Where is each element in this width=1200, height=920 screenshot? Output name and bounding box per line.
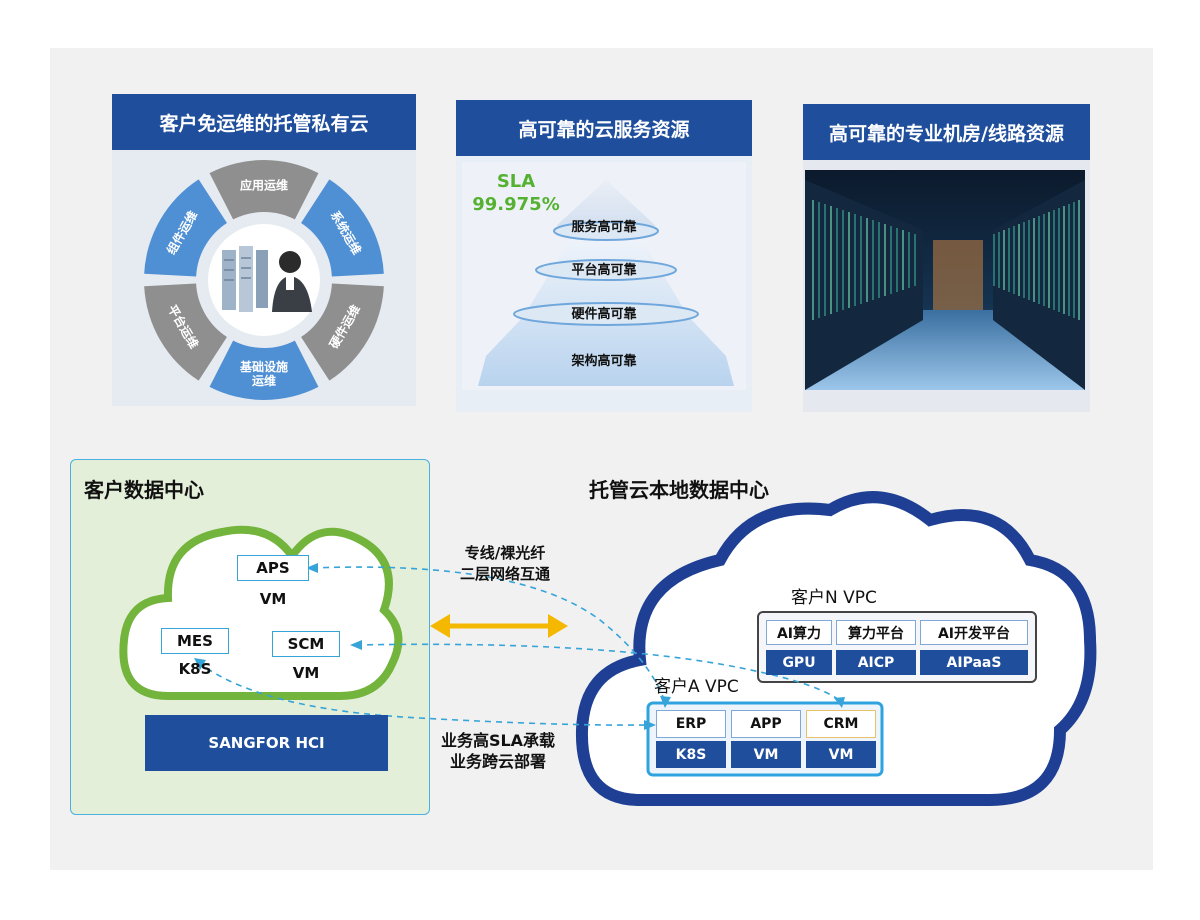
connector-aps-erp xyxy=(311,566,666,703)
segment-platform-ops xyxy=(144,283,227,381)
level-ring-1 xyxy=(553,221,659,241)
segment-system-ops xyxy=(301,179,384,277)
vpc-n-cell-gpu: GPU xyxy=(766,650,832,675)
segment-component-ops xyxy=(144,179,227,277)
vpc-a-cell-erp: ERP xyxy=(656,710,726,738)
segment-app-ops-label: 应用运维 xyxy=(240,178,288,193)
link-label-bottom-line2: 业务跨云部署 xyxy=(449,752,546,771)
server-operator-icon xyxy=(222,246,312,312)
vpc-n-cell-ai-compute: AI算力 xyxy=(766,620,832,645)
connector-scm-crm xyxy=(355,643,843,703)
link-label-bottom: 业务高SLA承载 业务跨云部署 xyxy=(418,730,578,772)
level-label-hardware: 硬件高可靠 xyxy=(571,307,637,322)
vpc-a-cell-k8s: K8S xyxy=(656,741,726,768)
managed-cloud-title: 客户免运维的托管私有云 xyxy=(112,94,416,150)
vpc-a-cell-vm-app: VM xyxy=(731,741,801,768)
vpc-a-cell-vm-crm: VM xyxy=(806,741,876,768)
arrowhead-mes xyxy=(194,658,206,670)
datacenter-panel xyxy=(803,160,1090,412)
sla-label: SLA xyxy=(496,171,536,192)
segment-infra-ops xyxy=(209,340,319,400)
link-label-top-line2: 二层网络互通 xyxy=(459,565,550,583)
level-label-platform: 平台高可靠 xyxy=(571,263,637,278)
aps-node: APS xyxy=(237,555,309,581)
cloud-service-panel xyxy=(456,156,752,412)
server-room-image xyxy=(805,170,1085,390)
arrowhead-erp-left xyxy=(644,720,656,730)
arrowhead-crm xyxy=(834,697,845,708)
connector-arrowheads xyxy=(194,563,845,730)
cloud-service-title: 高可靠的云服务资源 xyxy=(456,100,752,156)
connector-mes-erp xyxy=(197,661,649,726)
vpc-n-cell-aicp: AICP xyxy=(836,650,916,675)
aps-type: VM xyxy=(259,590,287,608)
vpc-n-cell-compute-platform: 算力平台 xyxy=(836,620,916,645)
level-label-service: 服务高可靠 xyxy=(571,220,637,235)
vpc-a-cell-app: APP xyxy=(731,710,801,738)
segment-app-ops xyxy=(209,160,319,220)
hosted-dc-title: 托管云本地数据中心 xyxy=(589,478,769,502)
sangfor-hci-bar: SANGFOR HCI xyxy=(145,715,388,771)
mes-type: K8S xyxy=(178,660,212,678)
sla-badge: SLA 99.975% xyxy=(468,170,564,216)
scm-node: SCM xyxy=(272,631,340,657)
vpc-a-label: 客户A VPC xyxy=(654,677,739,697)
customer-dc-title: 客户数据中心 xyxy=(84,478,204,502)
segment-hardware-ops xyxy=(301,283,384,381)
link-label-top: 专线/裸光纤 二层网络互通 xyxy=(440,543,570,585)
level-ring-2 xyxy=(535,259,677,281)
level-ring-3 xyxy=(513,302,699,326)
arrowhead-scm xyxy=(350,640,362,650)
arrowhead-erp-top xyxy=(660,696,671,708)
arrowhead-aps xyxy=(306,563,318,573)
link-label-top-line1: 专线/裸光纤 xyxy=(464,544,546,562)
vpc-n-label: 客户N VPC xyxy=(791,588,877,608)
scm-type: VM xyxy=(292,664,320,682)
vpc-a-cell-crm: CRM xyxy=(806,710,876,738)
bidirectional-link-arrow xyxy=(430,614,568,638)
vpc-n-cell-ai-dev-platform: AI开发平台 xyxy=(920,620,1028,645)
link-label-bottom-line1: 业务高SLA承载 xyxy=(440,731,556,750)
level-label-architecture: 架构高可靠 xyxy=(571,354,637,369)
vpc-n-cell-aipaas: AIPaaS xyxy=(920,650,1028,675)
segment-infra-ops-label: 基础设施运维 xyxy=(239,358,288,387)
reliability-pyramid xyxy=(462,162,746,390)
managed-cloud-panel: 应用运维系统运维硬件运维基础设施运维平台运维组件运维 xyxy=(112,150,416,406)
dashed-connectors xyxy=(197,566,843,726)
sla-value: 99.975% xyxy=(472,194,560,215)
datacenter-title: 高可靠的专业机房/线路资源 xyxy=(803,104,1090,160)
mes-node: MES xyxy=(161,628,229,654)
